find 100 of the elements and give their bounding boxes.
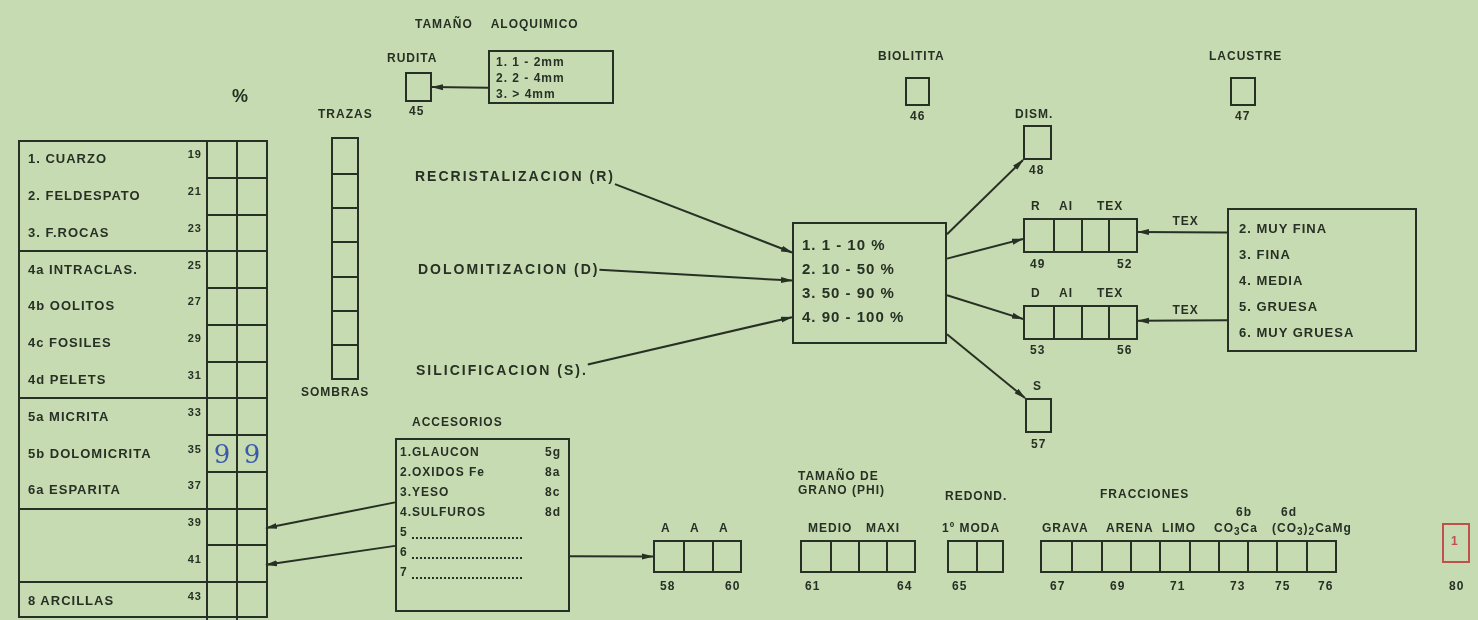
arrow (265, 544, 396, 567)
heading-text: TAMAÑO ALOQUIMICO (415, 18, 579, 32)
column-header: % (232, 86, 249, 107)
field-label: 48 (1029, 164, 1045, 178)
option-text: 6. MUY GRUESA (1239, 326, 1355, 341)
arrow (586, 316, 793, 366)
column-number: 21 (187, 185, 202, 198)
field-label: S (1033, 380, 1042, 394)
arrow (598, 268, 793, 283)
field-label: 8d (545, 506, 561, 520)
field-label: 8c (545, 486, 561, 500)
option-text: 5. GRUESA (1239, 300, 1319, 315)
column-number: 43 (187, 589, 202, 603)
option-box (1227, 208, 1417, 352)
field-label: 56 (1117, 344, 1133, 358)
field-label: TRAZAS (318, 108, 373, 122)
item-name: 4b OOLITOS (28, 299, 116, 315)
field-label: 1º MODA (942, 522, 1001, 536)
field-label: 67 (1050, 580, 1066, 594)
option-text: 4. 90 - 100 % (802, 308, 905, 326)
column-number: 31 (187, 369, 202, 382)
field-label: 71 (1170, 580, 1186, 594)
option-text: 2. 2 - 4mm (496, 72, 565, 86)
field-label: 7 (400, 566, 408, 580)
field-label: 6 (400, 546, 408, 560)
field-label: 57 (1031, 438, 1047, 452)
item-name: 8 ARCILLAS (28, 593, 115, 609)
item-name: 6a ESPARITA (28, 483, 121, 499)
field-label: 53 (1030, 344, 1046, 358)
item-name: 3. F.ROCAS (28, 225, 110, 241)
field-label: 6b (1236, 506, 1252, 520)
option-text: 3. 50 - 90 % (802, 284, 895, 302)
item-name: 5b DOLOMICRITA (28, 446, 152, 462)
field-label: TEX (1097, 200, 1124, 214)
field-label: 69 (1110, 580, 1126, 594)
item-name: 4c FOSILES (28, 336, 112, 352)
option-box (792, 222, 947, 344)
data-table (18, 140, 268, 618)
field-label: RUDITA (387, 52, 438, 66)
arrow (946, 238, 1024, 260)
field-label: 46 (910, 110, 926, 124)
arrow (265, 501, 396, 530)
field-label: A (661, 522, 671, 536)
arrow (946, 294, 1024, 320)
field-label: 64 (897, 580, 913, 594)
field-label: 80 (1449, 580, 1465, 594)
field-label: GRAVA (1042, 522, 1089, 536)
field-label: LIMO (1162, 522, 1196, 536)
process-label: SILICIFICACION (S). (416, 362, 588, 379)
field-label: 6d (1281, 506, 1297, 520)
arrow (946, 159, 1024, 236)
column-number: 23 (187, 221, 202, 235)
field-label: SOMBRAS (301, 386, 370, 400)
field-label: A (690, 522, 700, 536)
field-label: 58 (660, 580, 676, 594)
column-number: 27 (187, 295, 202, 309)
field-label: 76 (1318, 580, 1334, 594)
field-label: CO$_{3}$Ca (1214, 522, 1258, 538)
field-label: REDOND. (945, 490, 1008, 504)
column-number: 41 (187, 552, 202, 566)
item-name: 1. CUARZO (28, 152, 108, 168)
field-label: LACUSTRE (1209, 50, 1283, 64)
field-label: A (719, 522, 729, 536)
arrow (613, 183, 793, 254)
field-label: 5 (400, 526, 408, 540)
field-label: 2.OXIDOS Fe (400, 466, 486, 480)
field-label: ACCESORIOS (412, 416, 503, 430)
field-label: BIOLITITA (878, 50, 945, 64)
arrow (1137, 229, 1228, 236)
option-text: 2. MUY FINA (1239, 222, 1328, 237)
option-text: 4. MEDIA (1239, 274, 1304, 289)
field-label: TEX (1097, 287, 1124, 301)
field-label: ARENA (1106, 522, 1154, 536)
field-label: R (1031, 200, 1041, 214)
field-label: 5g (545, 446, 561, 460)
option-text: 2. 10 - 50 % (802, 260, 895, 278)
field-label: 61 (805, 580, 821, 594)
field-label: FRACCIONES (1100, 488, 1190, 502)
field-label: D (1031, 287, 1041, 301)
field-label: 3.YESO (400, 486, 450, 500)
option-text: 1. 1 - 10 % (802, 236, 886, 254)
arrow (431, 84, 489, 91)
column-number: 19 (187, 148, 202, 161)
option-text: 3. > 4mm (496, 88, 556, 102)
item-name: 4d PELETS (28, 373, 107, 388)
field-label: MAXI (866, 522, 900, 536)
column-number: 29 (187, 332, 202, 345)
field-label: 1.GLAUCON (400, 446, 480, 460)
field-label: 65 (952, 580, 968, 594)
field-label: 60 (725, 580, 741, 594)
column-number: 39 (187, 516, 202, 529)
process-label: DOLOMITIZACION (D) (418, 261, 600, 278)
entry-cell: 9 (206, 436, 236, 473)
field-label: (CO$_{3}$)$_{2}$CaMg (1272, 522, 1352, 538)
arrow (1137, 317, 1228, 324)
arrow (569, 553, 654, 560)
arrow (946, 333, 1026, 399)
column-number: 25 (187, 258, 202, 272)
field-label: 52 (1117, 258, 1133, 272)
field-label: 45 (409, 105, 425, 119)
